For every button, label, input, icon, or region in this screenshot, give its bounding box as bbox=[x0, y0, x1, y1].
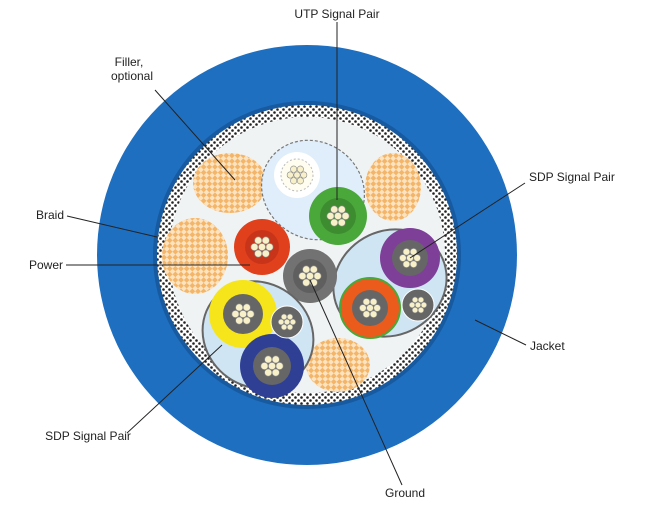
strand bbox=[242, 316, 251, 325]
strand bbox=[420, 301, 427, 309]
filler-bottom bbox=[306, 338, 370, 392]
leader-sdp-left bbox=[126, 344, 223, 434]
strand bbox=[366, 304, 374, 312]
strand bbox=[261, 236, 270, 245]
strand bbox=[402, 260, 411, 268]
strand bbox=[417, 296, 425, 304]
strand bbox=[313, 272, 322, 280]
strand bbox=[242, 303, 251, 312]
strand bbox=[373, 304, 381, 312]
strand bbox=[293, 171, 301, 179]
leader-sdp-right bbox=[409, 182, 526, 259]
strand bbox=[283, 318, 291, 326]
label-braid: Braid bbox=[36, 208, 64, 222]
strand bbox=[296, 165, 304, 173]
strand bbox=[334, 212, 342, 220]
filler-top-left bbox=[193, 153, 267, 213]
strand bbox=[231, 310, 240, 318]
strand bbox=[258, 243, 266, 251]
strand bbox=[302, 278, 311, 287]
label-power: Power bbox=[29, 258, 63, 272]
strand bbox=[337, 218, 346, 227]
strand bbox=[414, 301, 422, 309]
strand bbox=[411, 306, 419, 314]
strand bbox=[286, 313, 294, 321]
strand bbox=[306, 272, 314, 280]
strand bbox=[296, 177, 304, 185]
strand bbox=[261, 249, 270, 258]
strand bbox=[369, 298, 378, 306]
strand bbox=[341, 212, 350, 220]
strand bbox=[286, 323, 294, 331]
conductor-strands bbox=[231, 165, 427, 377]
leader-filler bbox=[154, 89, 236, 181]
strand bbox=[302, 265, 311, 274]
filler-left bbox=[162, 218, 228, 294]
leader-ground bbox=[309, 279, 403, 486]
strand bbox=[265, 243, 274, 251]
strand bbox=[235, 316, 244, 325]
leader-jacket bbox=[474, 319, 527, 346]
strand bbox=[326, 212, 335, 220]
strand bbox=[330, 218, 339, 227]
strand bbox=[271, 355, 280, 364]
strand bbox=[409, 260, 418, 268]
strand bbox=[362, 298, 371, 306]
label-ground: Ground bbox=[385, 486, 425, 500]
strand bbox=[254, 236, 263, 245]
filler-top-right bbox=[365, 153, 421, 221]
strand bbox=[278, 318, 285, 326]
strand bbox=[362, 310, 371, 318]
strand bbox=[290, 177, 298, 185]
strand bbox=[411, 296, 419, 304]
strand bbox=[264, 368, 273, 377]
label-sdp-signal-pair-right: SDP Signal Pair bbox=[529, 170, 615, 184]
strand bbox=[260, 362, 269, 370]
label-filler-line2: optional bbox=[111, 69, 153, 83]
strand bbox=[369, 310, 378, 318]
label-sdp-signal-pair-left: SDP Signal Pair bbox=[45, 429, 131, 443]
strand bbox=[298, 272, 307, 280]
label-jacket: Jacket bbox=[530, 339, 565, 353]
strand bbox=[235, 303, 244, 312]
strand bbox=[402, 248, 411, 256]
leader-braid bbox=[66, 215, 158, 238]
strand bbox=[417, 306, 425, 314]
strand bbox=[409, 301, 416, 309]
strand bbox=[309, 265, 318, 274]
strand bbox=[280, 313, 288, 321]
strand bbox=[254, 249, 263, 258]
strand bbox=[271, 368, 280, 377]
strand bbox=[330, 205, 339, 214]
strand bbox=[239, 310, 247, 318]
strand bbox=[337, 205, 346, 214]
strand bbox=[413, 254, 421, 262]
strand bbox=[289, 318, 296, 326]
strand bbox=[268, 362, 276, 370]
strand bbox=[246, 310, 255, 318]
strand bbox=[290, 165, 298, 173]
strand bbox=[264, 355, 273, 364]
strand bbox=[359, 304, 367, 312]
strand bbox=[399, 254, 407, 262]
strand bbox=[286, 171, 294, 179]
strand bbox=[275, 362, 284, 370]
strand bbox=[300, 171, 308, 179]
strand bbox=[280, 323, 288, 331]
label-filler-line1: Filler, bbox=[115, 55, 144, 69]
strand bbox=[250, 243, 259, 251]
label-utp-signal-pair: UTP Signal Pair bbox=[294, 7, 379, 21]
